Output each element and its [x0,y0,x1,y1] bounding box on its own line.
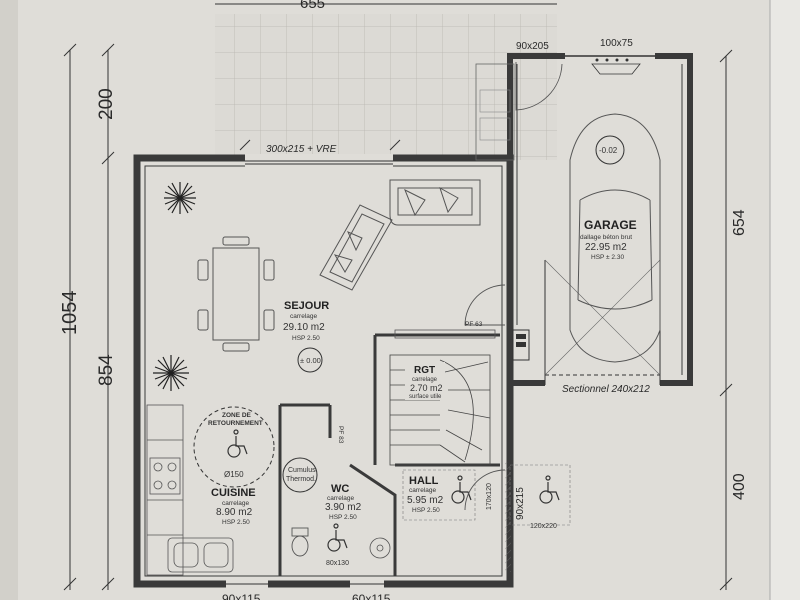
garage-walls [507,53,693,386]
label-baie-sejour: 300x215 + VRE [266,144,337,155]
turning-zone-circle [193,406,275,488]
label-porte-wc: 80x130 [326,560,349,567]
wc-area: 3.90 m2 [325,502,362,513]
electrical-panel [512,329,530,361]
rgt-floor: carrelage [412,377,438,383]
garage-floor: dallage béton brut [580,234,632,241]
plant-icon [164,182,196,214]
panel-detail-2 [516,342,526,347]
label-porte-hall-inner: 170x120 [486,483,493,510]
entry-threshold [505,462,511,572]
panel-detail-1 [516,334,526,339]
rgt-hsp: surface utile [409,394,442,400]
turning-zone-line1: ZONE DE [222,412,252,419]
storage-shelf [394,329,496,339]
plant-icon [153,355,189,391]
sejour-area: 29.10 m2 [283,322,325,333]
label-porte-garage: Sectionnel 240x212 [562,384,650,395]
sejour-floor: carrelage [290,313,317,320]
level-sejour: ± 0.00 [300,356,321,365]
cumulus-line1: Cumulus [288,467,316,474]
kitchen-counters [146,404,184,576]
cuisine-area: 8.90 m2 [216,507,253,518]
washbasin-drain [376,544,384,552]
terrace-paving [215,14,557,160]
label-porte-cuisine: PF 83 [337,426,344,444]
garage-access-door-swing [464,284,506,326]
cellier-door-swing [515,62,563,111]
wheelchair-icon [451,475,472,504]
label-porte-hall: 90x215 [515,487,526,520]
binder-edge [0,0,18,600]
car-outline [569,113,661,363]
wc-floor: carrelage [327,495,354,502]
level-garage: -0.02 [599,146,618,155]
garage-area: 22.95 m2 [585,242,627,253]
cumulus-line2: Thermod. [286,476,316,483]
rgt-label-bg [405,362,445,400]
dining-table [197,236,275,352]
level-marker-sejour [297,347,323,373]
cumulus-tank [282,457,318,493]
window-openings [226,50,655,589]
storage-unit-1 [479,89,511,113]
rgt-name: RGT [414,365,435,376]
rgt-area: 2.70 m2 [410,383,443,393]
wc-name: WC [331,483,349,495]
dim-left-total: 1054 [59,291,81,336]
hall-area: 5.95 m2 [407,495,444,506]
dim-bottom-left-window: 90x115 [222,592,261,600]
dim-left-terrace: 200 [96,88,117,120]
dim-right-lower: 400 [731,473,748,500]
dim-right-garage: 654 [731,209,748,236]
page-edge [770,0,800,600]
cuisine-name: CUISINE [211,487,256,499]
hall-hsp: HSP 2.50 [412,507,440,514]
hall-door-swing [464,469,506,511]
wheelchair-icon [539,475,560,504]
staircase [389,354,491,466]
level-marker-garage [595,135,625,165]
sejour-name: SEJOUR [284,300,329,312]
label-porte-rgt: PF 63 [465,321,483,328]
storage-unit-2 [479,117,511,141]
washbasin [369,537,391,559]
garage-name: GARAGE [584,218,637,232]
label-porte-cellier: 90x205 [516,41,549,52]
dim-bottom-right-window: 60x115 [352,592,391,600]
dimension-lines [63,3,733,591]
dim-top-width: 655 [300,0,325,12]
hall-floor: carrelage [409,487,436,494]
cuisine-floor: carrelage [222,500,249,507]
cooktop [149,457,181,495]
dim-left-house: 854 [96,354,117,386]
hall-zone [402,469,476,521]
kitchen-sink [167,537,234,573]
label-fenetre-garage: 100x75 [600,38,633,49]
sofa [319,179,481,291]
wc-hsp: HSP 2.50 [329,514,357,521]
hall-name: HALL [409,475,439,487]
cellier-storage [475,63,515,161]
turning-diameter: Ø150 [224,470,244,479]
wheelchair-icon [327,523,348,552]
cuisine-hsp: HSP 2.50 [222,519,250,526]
sejour-hsp: HSP 2.50 [292,335,320,342]
turning-zone-line2: RETOURNEMENT [208,420,263,427]
wheelchair-icon [227,429,248,458]
garage-sectional-door [544,259,661,385]
garage-hsp: HSP ± 2.30 [591,254,624,261]
toilet-icon [291,527,309,557]
label-porte-120: 120x220 [530,523,557,530]
